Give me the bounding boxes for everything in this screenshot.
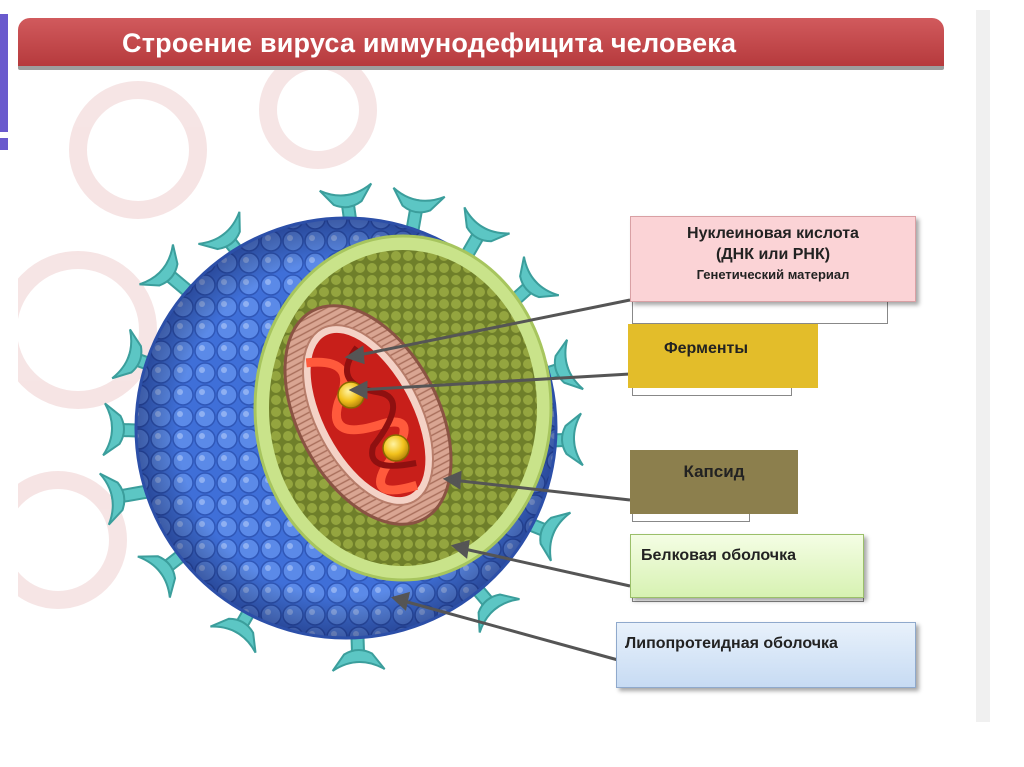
page-title: Строение вируса иммунодефицита человека: [122, 28, 737, 58]
title-bar: Строение вируса иммунодефицита человека: [18, 18, 944, 70]
label-nucleic-acid-line2: (ДНК или РНК): [715, 246, 831, 263]
label-capsid: Капсид: [630, 450, 798, 514]
surface-spikes: [99, 182, 584, 672]
pointer-lines: [344, 298, 631, 662]
label-enzymes: Ферменты: [628, 324, 818, 388]
right-scroll-rail: [976, 10, 990, 722]
label-nucleic-acid-line3: Генетический материал: [696, 267, 850, 282]
label-nucleic-acid-line1: Нуклеиновая кислота: [687, 225, 859, 242]
label-nucleic-acid: Нуклеиновая кислота (ДНК или РНК) Генети…: [630, 216, 916, 302]
label-lipoprotein-shell: Липопротеидная оболочка: [616, 622, 916, 688]
enzyme-sphere-2: [382, 434, 410, 462]
label-protein-shell: Белковая оболочка: [630, 534, 864, 598]
left-accent-bar-small: [0, 138, 8, 150]
rna-strand: [305, 357, 419, 495]
slide: Строение вируса иммунодефицита человека: [18, 10, 974, 722]
left-accent-bar: [0, 14, 8, 132]
background-ornament: [18, 70, 377, 609]
hiv-structure-diagram: [99, 182, 631, 672]
